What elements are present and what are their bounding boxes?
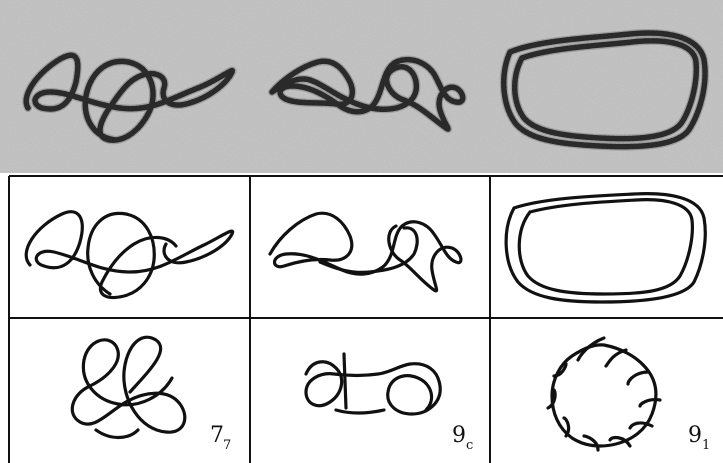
- knot-number: 7: [210, 423, 224, 448]
- knot-diagram-7-7: [72, 337, 185, 437]
- knot-label-7-7: 7 7: [210, 423, 231, 453]
- tracing-row: [26, 194, 705, 302]
- knot-subscript: c: [466, 438, 473, 453]
- tracing-2: [270, 213, 461, 291]
- knot-row: 7 7 9 c 9 1: [72, 337, 710, 453]
- knot-number: 9: [688, 423, 702, 448]
- panel-grid: [9, 176, 723, 463]
- tracing-3: [506, 194, 705, 302]
- knot-label-9-c: 9 c: [452, 423, 473, 453]
- micrograph-row: [0, 0, 723, 173]
- knot-diagram-9-c: [306, 354, 440, 414]
- tracing-1: [26, 212, 232, 298]
- knot-diagram-9-1: [548, 338, 660, 450]
- knot-number: 9: [452, 423, 466, 448]
- knot-subscript: 7: [223, 438, 231, 453]
- knot-label-9-1: 9 1: [688, 423, 710, 453]
- knot-subscript: 1: [702, 438, 710, 453]
